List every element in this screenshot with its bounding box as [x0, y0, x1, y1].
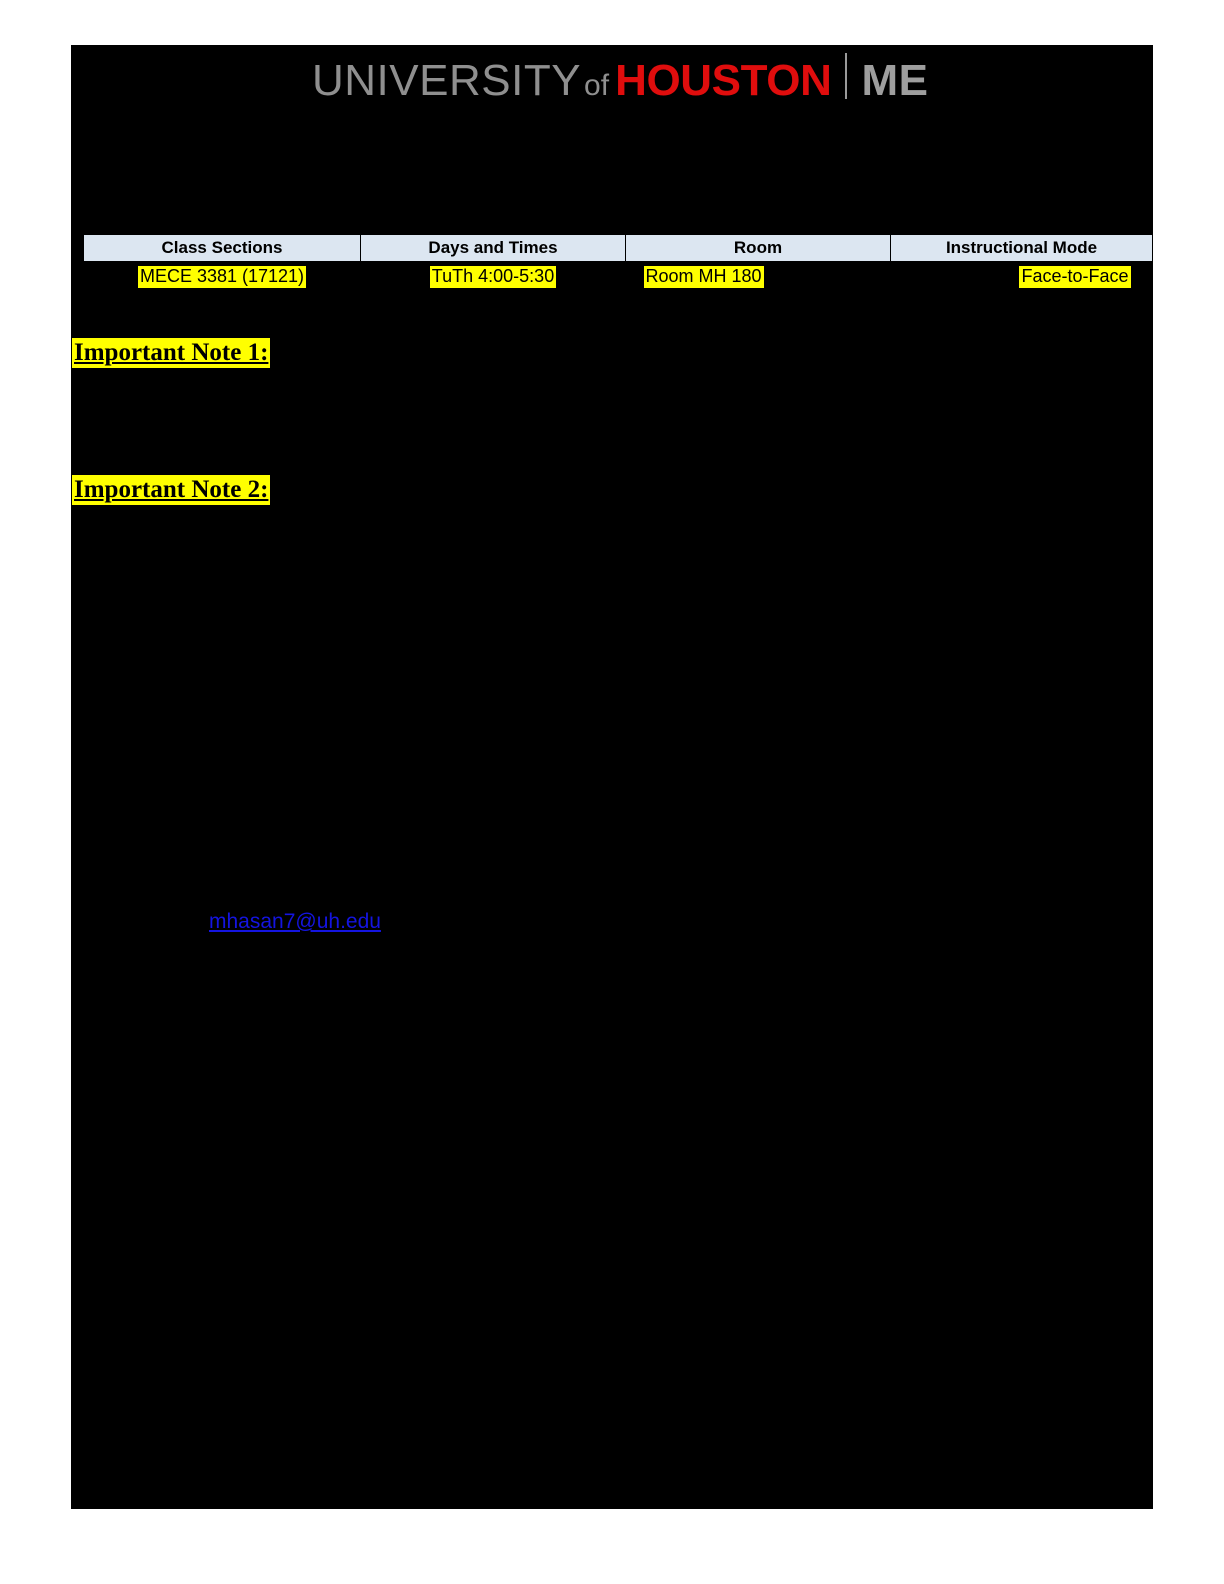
table-row: MECE 3381 (17121) TuTh 4:00-5:30 Room MH… [83, 261, 1153, 292]
logo-houston-text: HOUSTON [615, 56, 832, 105]
logo-university-text: UNIVERSITY [312, 56, 582, 105]
logo-department-text: ME [861, 56, 929, 105]
cell-class-section: MECE 3381 (17121) [83, 261, 361, 292]
masthead: UNIVERSITY of HOUSTON ME [71, 45, 1153, 120]
column-header-class-sections: Class Sections [83, 234, 361, 262]
instructional-mode-value: Face-to-Face [1019, 266, 1131, 288]
logo-of-text: of [584, 69, 610, 102]
document-page: UNIVERSITY of HOUSTON ME Class Sections … [71, 45, 1153, 1509]
important-note-2-heading: Important Note 2: [72, 475, 271, 505]
column-header-days-and-times: Days and Times [360, 234, 626, 262]
cell-days-and-times: TuTh 4:00-5:30 [360, 261, 626, 292]
days-and-times-value: TuTh 4:00-5:30 [429, 266, 557, 288]
important-note-1-heading: Important Note 1: [72, 338, 271, 368]
cell-instructional-mode: Face-to-Face [890, 261, 1153, 292]
class-section-value: MECE 3381 (17121) [137, 266, 307, 288]
instructor-email-link[interactable]: mhasan7@uh.edu [209, 910, 381, 933]
column-header-instructional-mode: Instructional Mode [890, 234, 1153, 262]
room-value: Room MH 180 [643, 266, 764, 288]
column-header-room: Room [625, 234, 891, 262]
cell-room: Room MH 180 [625, 261, 891, 292]
logo-divider-rule [845, 53, 848, 99]
class-schedule-table: Class Sections Days and Times Room Instr… [83, 234, 1153, 292]
uh-me-logo: UNIVERSITY of HOUSTON ME [312, 49, 928, 103]
table-header-row: Class Sections Days and Times Room Instr… [83, 234, 1153, 262]
